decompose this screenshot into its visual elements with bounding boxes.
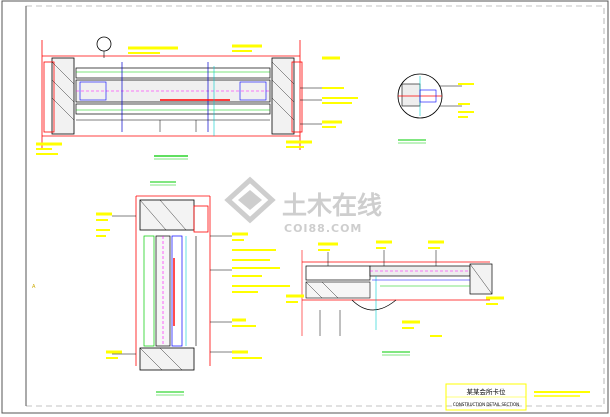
watermark: 土木在线 COI88.COM bbox=[224, 176, 382, 235]
watermark-logo-icon bbox=[224, 176, 276, 224]
side-marker: A bbox=[32, 284, 36, 290]
title-block: 某某会所卡位 CONSTRUCTION DETAIL SECTION bbox=[445, 383, 590, 411]
detail-enlarged-circle bbox=[397, 73, 474, 144]
detail-top-horizontal-section bbox=[36, 36, 358, 160]
title-block-sub: CONSTRUCTION DETAIL SECTION bbox=[453, 402, 519, 407]
detail-vertical-section bbox=[96, 181, 290, 396]
watermark-brand: 土木在线 bbox=[282, 191, 382, 220]
title-block-main: 某某会所卡位 bbox=[467, 387, 507, 396]
watermark-url: COI88.COM bbox=[284, 222, 362, 235]
detail-right-horizontal-section bbox=[286, 240, 504, 356]
